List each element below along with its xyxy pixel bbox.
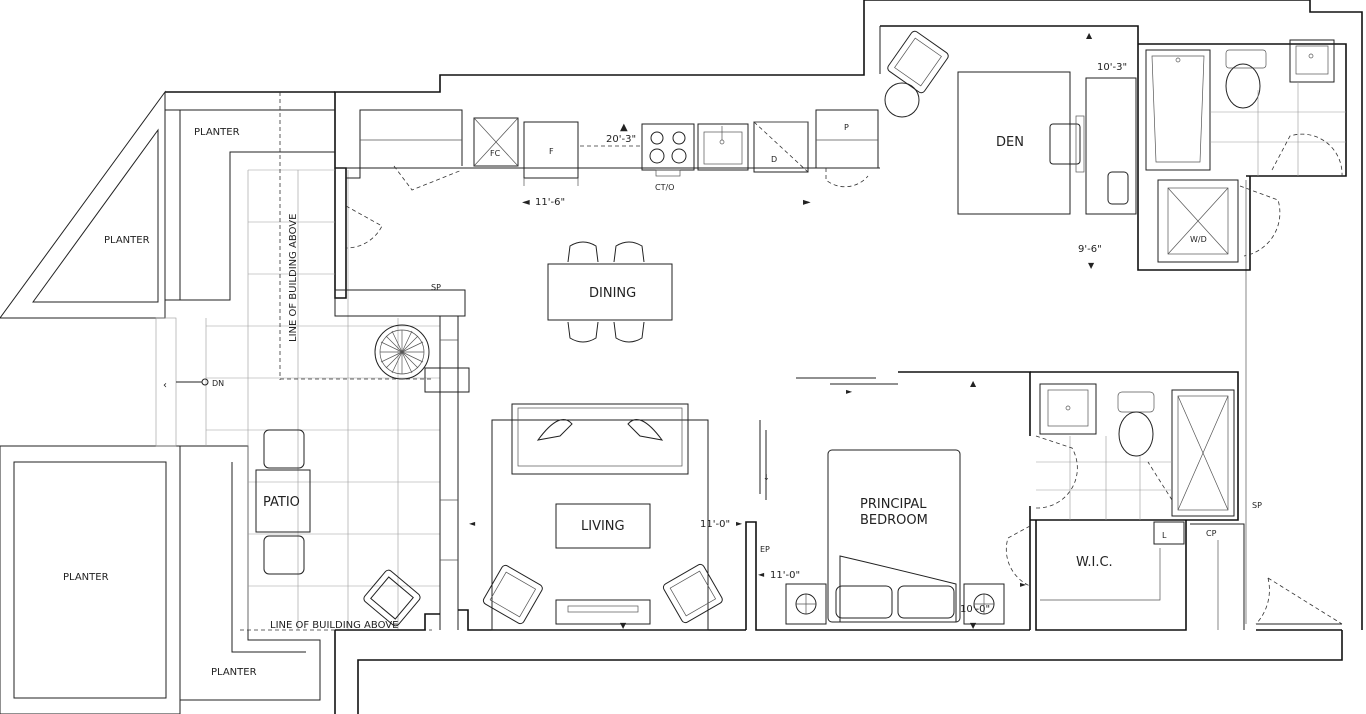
bathtub bbox=[1145, 49, 1211, 171]
patio-chair bbox=[263, 429, 305, 469]
pantry-label: P bbox=[844, 123, 849, 132]
main-bath: W/D bbox=[1137, 39, 1347, 271]
line-of-building-vertical: LINE OF BUILDING ABOVE bbox=[288, 214, 299, 342]
nightstand bbox=[963, 583, 1005, 625]
planter-bottom-left-label: PLANTER bbox=[63, 572, 109, 583]
living-label: LIVING bbox=[581, 519, 625, 534]
wd-label: W/D bbox=[1190, 235, 1207, 244]
dining-chair bbox=[567, 321, 599, 343]
den: DEN 10'-3" ▲ 9'-6" ▼ bbox=[879, 26, 1137, 270]
washer-dryer bbox=[1157, 179, 1239, 263]
nightstand bbox=[785, 583, 827, 625]
den-width-dim: 10'-3" bbox=[1097, 62, 1127, 73]
main-vanity bbox=[1289, 39, 1335, 83]
svg-text:►: ► bbox=[1020, 580, 1027, 589]
planter-bottom: PLANTER bbox=[166, 445, 321, 701]
side-table bbox=[884, 82, 920, 118]
ensuite-toilet bbox=[1118, 411, 1154, 457]
bedroom-label-line1: PRINCIPAL bbox=[860, 497, 927, 512]
patio-label: PATIO bbox=[263, 495, 300, 510]
armchair bbox=[662, 563, 723, 624]
ensuite-vanity bbox=[1039, 383, 1097, 435]
main-toilet bbox=[1225, 63, 1261, 109]
den-armchair bbox=[887, 30, 949, 94]
dining-chair bbox=[567, 241, 599, 263]
ct-o-label: CT/O bbox=[655, 183, 674, 192]
bedroom-label-line2: BEDROOM bbox=[860, 513, 928, 528]
line-of-building-horizontal: LINE OF BUILDING ABOVE bbox=[270, 620, 398, 631]
planter-triangle: PLANTER bbox=[0, 90, 166, 319]
den-label: DEN bbox=[996, 135, 1024, 150]
fridge-cabinet bbox=[473, 117, 519, 167]
planter-top: PLANTER bbox=[164, 91, 335, 318]
planter-bottom-label: PLANTER bbox=[211, 667, 257, 678]
bed bbox=[827, 449, 961, 623]
drain-label: DN bbox=[212, 379, 224, 388]
dining-chair bbox=[613, 241, 645, 263]
sofa bbox=[511, 403, 689, 475]
svg-text:▼: ▼ bbox=[970, 621, 977, 630]
living: LIVING ▼ ◄ 11'-0" ► bbox=[469, 403, 743, 631]
walk-in-closet: L W.I.C. CP bbox=[1035, 180, 1343, 631]
shower bbox=[1171, 389, 1235, 517]
den-depth-dim: 9'-6" bbox=[1078, 244, 1102, 255]
svg-text:▲: ▲ bbox=[970, 379, 977, 388]
sink bbox=[697, 123, 749, 171]
patio-walls: SP bbox=[334, 167, 746, 631]
bedroom-width-dim: 11'-0" bbox=[770, 570, 800, 581]
planter-top-label: PLANTER bbox=[194, 127, 240, 138]
tv-console bbox=[555, 599, 651, 625]
patio-table bbox=[255, 469, 311, 533]
svg-text:◄: ◄ bbox=[758, 570, 765, 579]
sp-bath-label: SP bbox=[1252, 501, 1262, 510]
sp-patio-label: SP bbox=[431, 283, 441, 292]
svg-text:▼: ▼ bbox=[620, 621, 627, 630]
dishwasher-label: D bbox=[771, 155, 777, 164]
dining-chair bbox=[613, 321, 645, 343]
fridge-label: F bbox=[549, 147, 554, 156]
dining-label: DINING bbox=[589, 286, 636, 301]
wic-label: W.I.C. bbox=[1076, 555, 1113, 570]
pantry bbox=[815, 109, 879, 169]
svg-text:◄: ◄ bbox=[522, 197, 530, 208]
svg-text:▲: ▲ bbox=[620, 122, 628, 133]
patio: LINE OF BUILDING ABOVE LINE OF BUILDING … bbox=[155, 92, 440, 631]
coffee-table bbox=[555, 503, 651, 549]
svg-text:►: ► bbox=[736, 519, 743, 528]
fc-label: FC bbox=[490, 149, 501, 158]
planter-bottom-left: PLANTER bbox=[0, 445, 181, 714]
svg-text:◄: ◄ bbox=[469, 519, 476, 528]
dining: DINING bbox=[547, 241, 673, 343]
kitchen-width-dim: 20'-3" bbox=[606, 134, 636, 145]
den-desk bbox=[1085, 77, 1137, 215]
ensuite-bath: SP bbox=[1030, 371, 1262, 521]
svg-text:▲: ▲ bbox=[1086, 31, 1093, 40]
svg-text:↓: ↓ bbox=[763, 473, 770, 482]
living-width-dim: 11'-0" bbox=[700, 519, 730, 530]
cp-label: CP bbox=[1206, 529, 1217, 538]
planter-triangle-label: PLANTER bbox=[104, 235, 150, 246]
patio-chair bbox=[263, 535, 305, 575]
dining-table bbox=[547, 263, 673, 321]
column bbox=[374, 324, 430, 380]
outer-walls bbox=[334, 0, 1363, 714]
principal-bedroom: PRINCIPAL BEDROOM 11'-0" ◄ 10'-0" ▼ ► bbox=[758, 449, 1027, 630]
armchair bbox=[482, 564, 543, 625]
patio-lounge-chair bbox=[363, 569, 421, 627]
ep-label: EP bbox=[760, 545, 770, 554]
den-rug bbox=[957, 71, 1071, 215]
svg-text:▼: ▼ bbox=[1088, 261, 1095, 270]
cooktop bbox=[641, 123, 695, 171]
bedroom-depth-dim: 10'-0" bbox=[960, 604, 990, 615]
svg-text:►: ► bbox=[803, 197, 811, 208]
svg-text:‹: ‹ bbox=[163, 380, 167, 391]
kitchen-depth-dim: 11'-6" bbox=[535, 197, 565, 208]
kitchen: FC F CT/O D P 20'-3" ▲ 11'-6" ◄ ► bbox=[335, 109, 880, 208]
linen-label: L bbox=[1162, 531, 1167, 540]
fridge bbox=[523, 121, 579, 179]
desk-chair bbox=[1049, 123, 1081, 165]
svg-text:►: ► bbox=[846, 387, 853, 396]
